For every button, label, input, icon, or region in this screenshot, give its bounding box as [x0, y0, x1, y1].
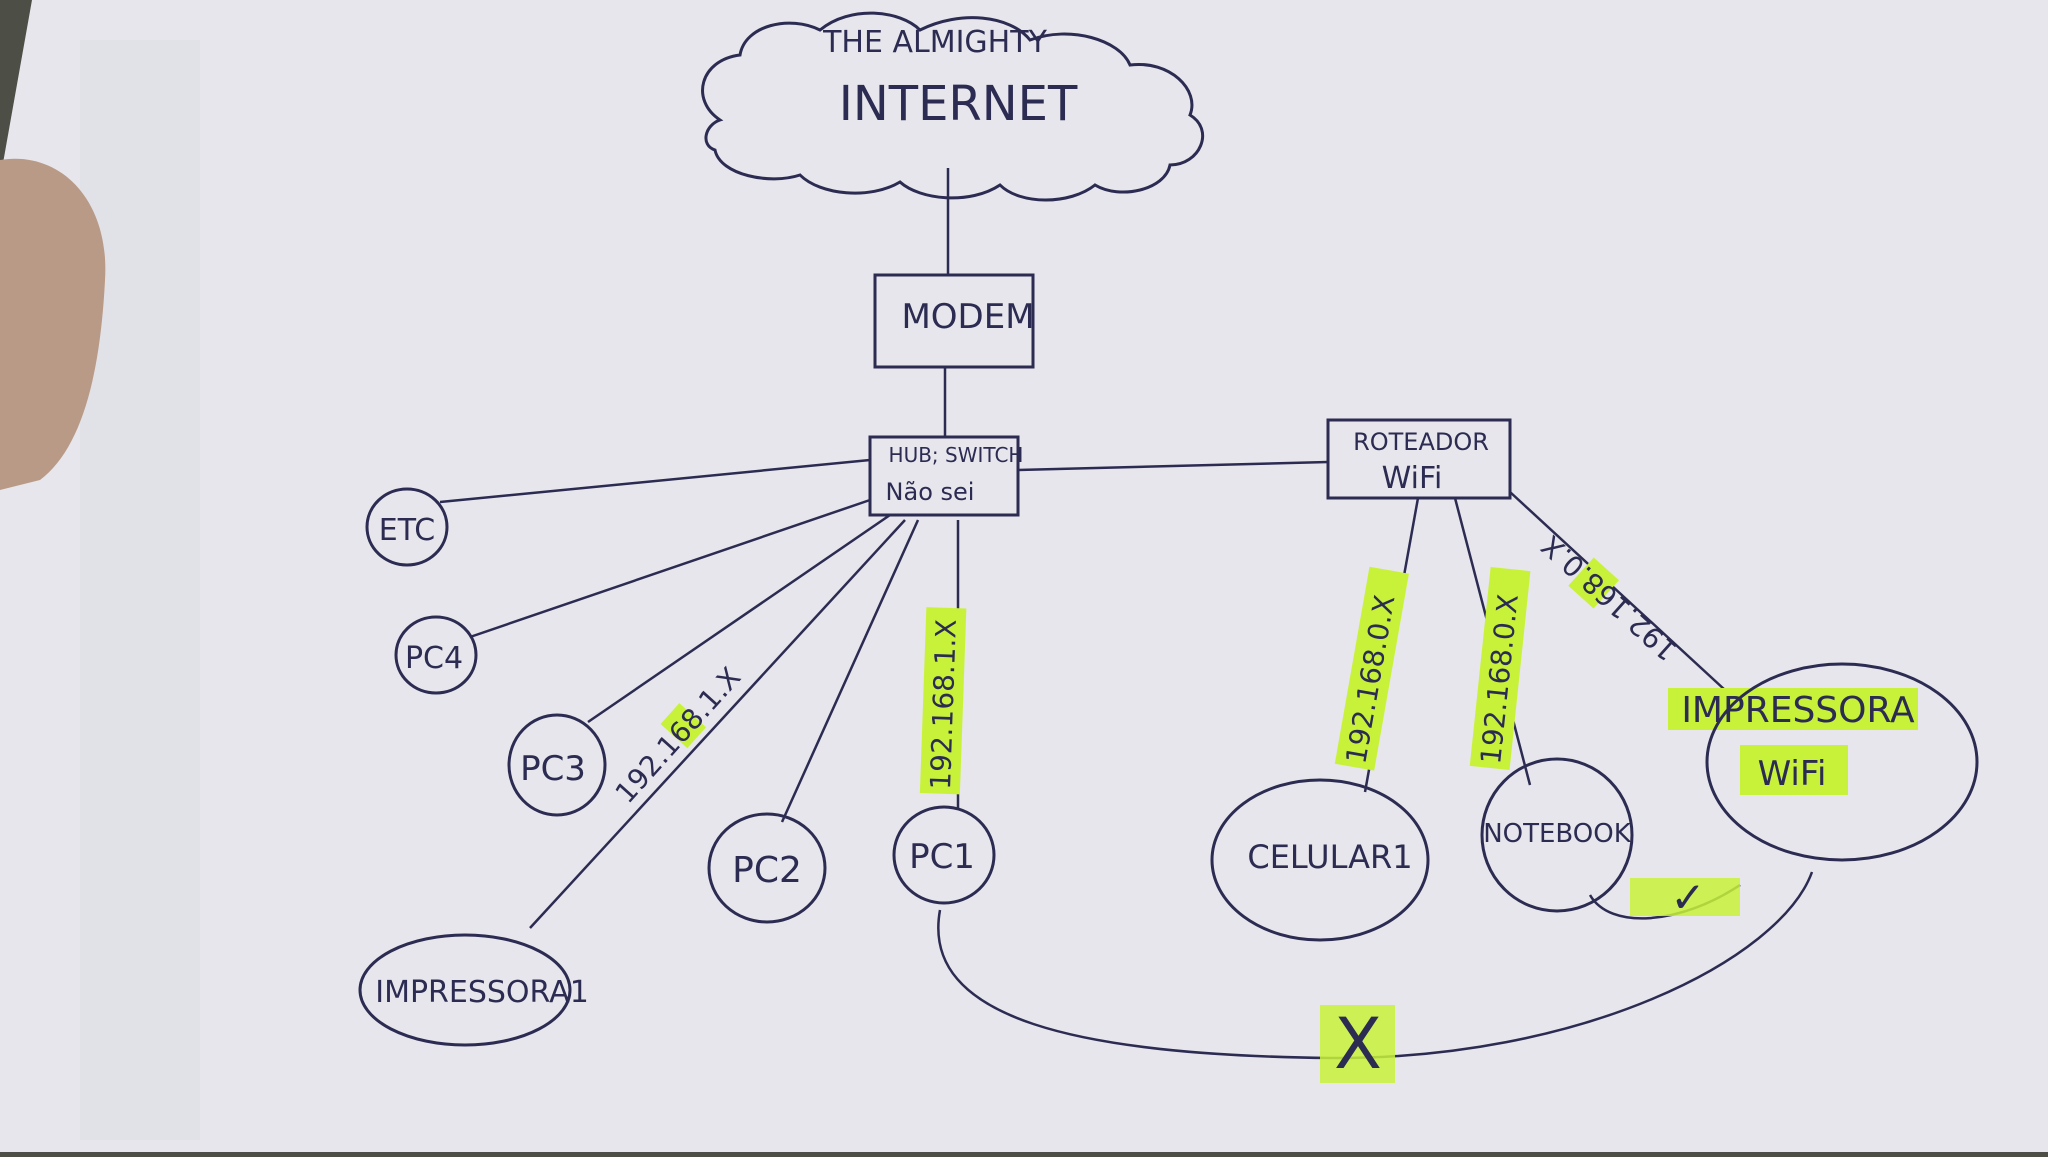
link-switch-pc2: [780, 519, 920, 823]
thumb: [0, 158, 106, 491]
pc4-label: PC4: [405, 641, 463, 676]
allowed-mark-highlight: [1630, 878, 1740, 916]
link-switch-etc: [439, 458, 871, 504]
notebook-label: NOTEBOOK: [1483, 819, 1632, 849]
cloud-title-line2: INTERNET: [839, 76, 1078, 132]
ip-label-phone-highlight: [1334, 566, 1409, 771]
pc3-label: PC3: [520, 749, 586, 789]
link-switch-printer1: [529, 519, 906, 929]
ip-label-pc1: 192.168.1.X: [924, 619, 963, 791]
router-box: [1326, 418, 1512, 500]
switch-label-line1: HUB; SWITCH: [889, 443, 1024, 467]
pc3-node: [507, 713, 607, 817]
wifi-printer-highlight-2: [1740, 745, 1848, 795]
pc1-node: [892, 805, 996, 905]
modem-box: [873, 273, 1035, 369]
printer1-node: [358, 933, 572, 1047]
wifi-printer-highlight: [1668, 688, 1918, 730]
blocked-mark-highlight: [1320, 1005, 1395, 1083]
etc-node: [365, 487, 449, 567]
router-label-line1: ROTEADOR: [1353, 428, 1489, 456]
link-switch-router: [1017, 460, 1329, 472]
internet-cloud-icon: [701, 11, 1204, 202]
phone-label: CELULAR1: [1247, 838, 1412, 876]
ip-label-pc3-highlight: [660, 703, 707, 749]
router-label-line2: WiFi: [1382, 461, 1443, 496]
allowed-mark: ✓: [1670, 873, 1705, 922]
paper-shadow: [80, 40, 200, 1140]
link-switch-pc4: [469, 498, 871, 639]
notebook-node: [1480, 757, 1634, 913]
link-switch-pc3: [587, 513, 891, 724]
wifi-printer-label-line2: WiFi: [1758, 754, 1827, 794]
switch-box: [868, 435, 1020, 517]
pc2-label: PC2: [732, 850, 802, 891]
cloud-title-line1: THE ALMIGHTY: [822, 25, 1047, 60]
pc2-node: [707, 812, 827, 924]
pc1-label: PC1: [909, 837, 975, 877]
wifi-printer-node: [1705, 662, 1979, 862]
link-router-wifi-printer: [1509, 491, 1726, 691]
modem-label: MODEM: [901, 297, 1034, 337]
phone-node: [1210, 778, 1430, 942]
ip-label-pc1-group: 192.168.1.X: [919, 607, 967, 795]
printer1-label: IMPRESSORA1: [375, 975, 589, 1010]
ip-label-wifi-printer-highlight: [1568, 557, 1619, 609]
pc4-node: [394, 615, 478, 695]
wifi-printer-label-line1: IMPRESSORA: [1681, 690, 1915, 731]
ip-label-pc1-highlight: [919, 607, 967, 795]
etc-label: ETC: [379, 513, 435, 548]
blocked-mark: X: [1334, 1003, 1382, 1085]
switch-label-line2: Não sei: [886, 478, 975, 506]
ip-label-notebook-highlight: [1469, 566, 1531, 771]
